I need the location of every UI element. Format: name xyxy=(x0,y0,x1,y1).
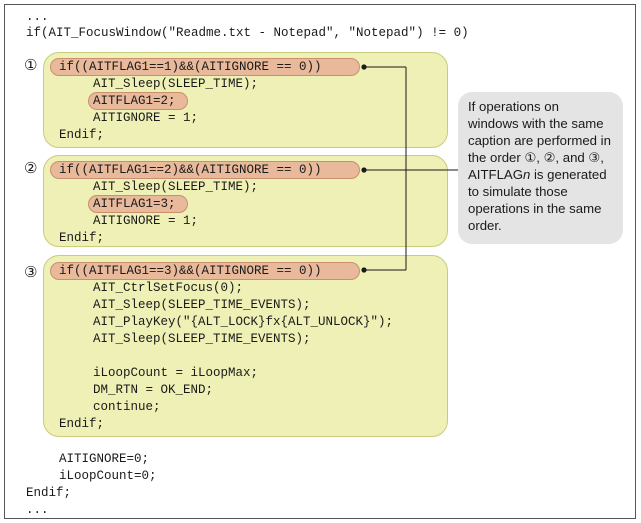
connector-dot-1 xyxy=(361,64,367,70)
flag-highlight-2 xyxy=(88,195,188,213)
code-b3-setfocus: AIT_CtrlSetFocus(0); xyxy=(93,281,244,295)
code-line-reset-loopcount: iLoopCount=0; xyxy=(59,469,157,483)
condition-highlight-2 xyxy=(50,161,360,179)
code-b3-sleep-events-2: AIT_Sleep(SLEEP_TIME_EVENTS); xyxy=(93,332,311,346)
callout-text-2: is generated to simulate those operation… xyxy=(468,167,607,233)
marker-2: ② xyxy=(24,159,38,177)
code-b2-endif: Endif; xyxy=(59,231,105,245)
marker-1: ① xyxy=(24,56,38,74)
connector-dot-2 xyxy=(361,167,367,173)
code-line-endif: Endif; xyxy=(26,486,72,500)
figure-frame xyxy=(4,4,636,519)
code-b3-dmrtn: DM_RTN = OK_END; xyxy=(93,383,214,397)
callout-text-1: If operations on windows with the same c… xyxy=(468,99,611,182)
code-b1-flag: AITFLAG1=2; xyxy=(93,94,176,108)
code-b3-sleep-events-1: AIT_Sleep(SLEEP_TIME_EVENTS); xyxy=(93,298,311,312)
code-b2-ignore: AITIGNORE = 1; xyxy=(93,214,199,228)
flag-highlight-1 xyxy=(88,92,188,110)
connector-dot-3 xyxy=(361,267,367,273)
code-b2-sleep: AIT_Sleep(SLEEP_TIME); xyxy=(93,180,259,194)
code-line-ellipsis-bottom: ... xyxy=(26,503,49,517)
condition-highlight-3 xyxy=(50,262,360,280)
code-b3-continue: continue; xyxy=(93,400,161,414)
callout-italic-n: n xyxy=(522,167,531,182)
code-b1-ignore: AITIGNORE = 1; xyxy=(93,111,199,125)
code-b3-condition: if((AITFLAG1==3)&&(AITIGNORE == 0)) xyxy=(59,264,322,278)
code-b3-playkey: AIT_PlayKey("{ALT_LOCK}fx{ALT_UNLOCK}"); xyxy=(93,315,394,329)
code-block-3 xyxy=(43,255,448,437)
condition-highlight-1 xyxy=(50,58,360,76)
code-b1-endif: Endif; xyxy=(59,128,105,142)
code-line-reset-ignore: AITIGNORE=0; xyxy=(59,452,150,466)
code-b2-flag: AITFLAG1=3; xyxy=(93,197,176,211)
code-b1-sleep: AIT_Sleep(SLEEP_TIME); xyxy=(93,77,259,91)
code-line-focus-window: if(AIT_FocusWindow("Readme.txt - Notepad… xyxy=(26,26,469,40)
marker-3: ③ xyxy=(24,263,38,281)
code-b1-condition: if((AITFLAG1==1)&&(AITIGNORE == 0)) xyxy=(59,60,322,74)
code-line-ellipsis-top: ... xyxy=(26,10,49,24)
code-b3-loopcount: iLoopCount = iLoopMax; xyxy=(93,366,259,380)
code-b3-endif: Endif; xyxy=(59,417,105,431)
explanation-callout: If operations on windows with the same c… xyxy=(458,92,623,244)
code-b2-condition: if((AITFLAG1==2)&&(AITIGNORE == 0)) xyxy=(59,163,322,177)
